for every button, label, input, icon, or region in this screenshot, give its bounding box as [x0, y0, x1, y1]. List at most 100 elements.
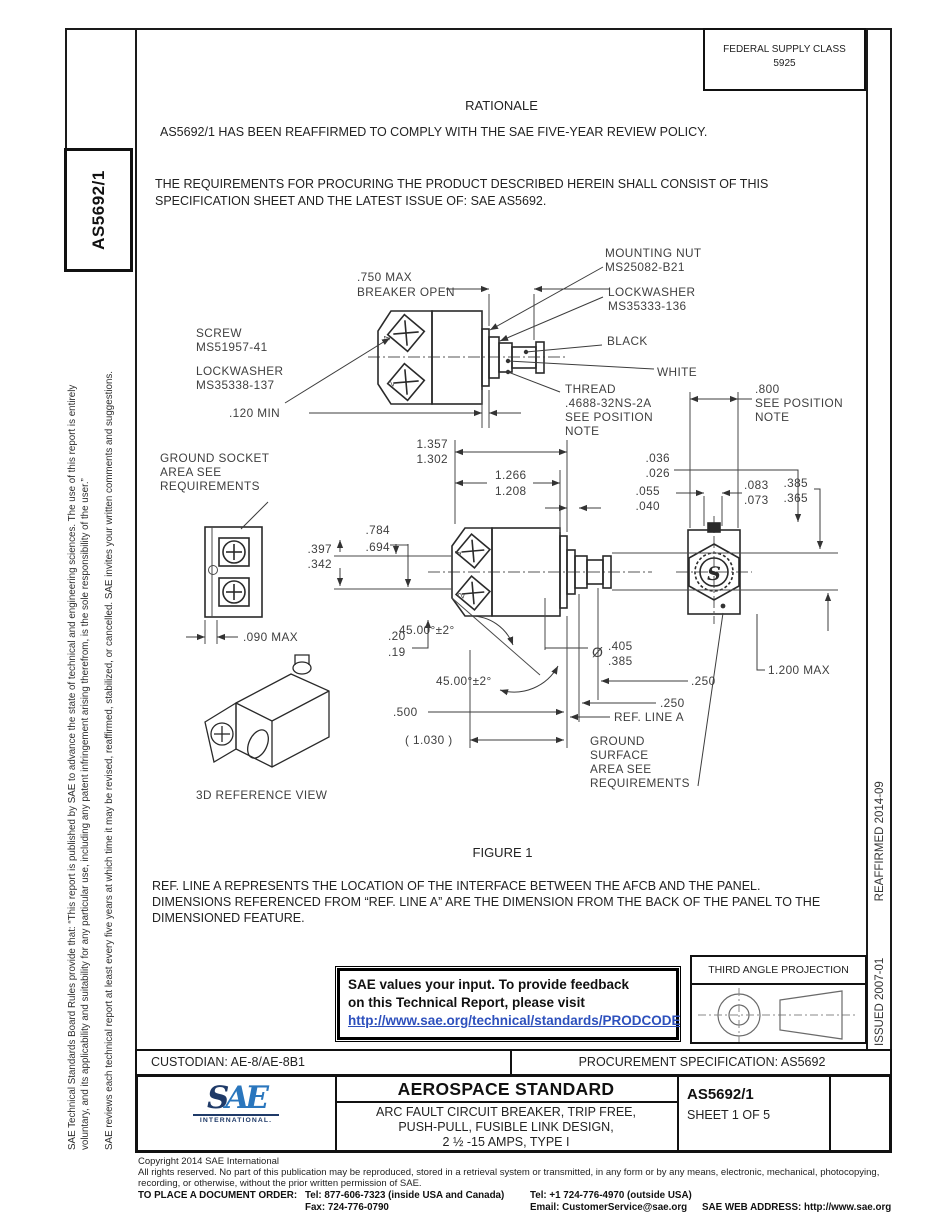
- leader-lines: [240, 266, 726, 787]
- dia-405: .405: [608, 639, 633, 653]
- dim-385: .385: [783, 476, 808, 490]
- title-block-divider-1: [335, 1077, 337, 1150]
- dim-250-lower: .250: [660, 696, 685, 710]
- label-800-see: SEE POSITION: [755, 396, 843, 410]
- figure-note-line-2: DIMENSIONS REFERENCED FROM “REF. LINE A”…: [152, 895, 821, 909]
- tel-inside: Tel: 877-606-7323 (inside USA and Canada…: [305, 1190, 505, 1201]
- third-angle-projection-title: THIRD ANGLE PROJECTION: [692, 957, 865, 985]
- dim-1208: 1.208: [495, 484, 527, 498]
- figure-1-drawing: S: [160, 246, 843, 802]
- terminal-1-mid: 1: [452, 548, 463, 557]
- doc-code-vertical-label: AS5692/1: [88, 170, 108, 250]
- title-block: [135, 1074, 892, 1153]
- dim-1200-max: 1.200 MAX: [768, 663, 830, 677]
- copyright-line-3: recording, or otherwise, without the pri…: [138, 1178, 422, 1189]
- breaker-3d-view: [204, 654, 330, 768]
- federal-supply-class-number: 5925: [773, 58, 796, 69]
- dim-1030: ( 1.030 ): [405, 733, 453, 747]
- doc-number: AS5692/1: [687, 1086, 754, 1103]
- label-screw: SCREW: [196, 326, 242, 340]
- dim-036: .036: [645, 451, 670, 465]
- dim-20: .20: [388, 629, 406, 643]
- label-ground-socket: GROUND SOCKET: [160, 451, 269, 465]
- label-lockwasher-left-pn: MS35338-137: [196, 378, 275, 392]
- frame-left-line: [135, 28, 137, 1153]
- federal-supply-class-box: FEDERAL SUPPLY CLASS 5925: [703, 28, 866, 91]
- sae-logo-international: INTERNATIONAL.: [193, 1114, 279, 1124]
- terminal-2-top: 2: [385, 379, 396, 388]
- rationale-para-2a: THE REQUIREMENTS FOR PROCURING THE PRODU…: [155, 177, 769, 191]
- label-800-note: NOTE: [755, 410, 789, 424]
- label-ground-socket-2: AREA SEE: [160, 465, 222, 479]
- third-angle-projection-box: THIRD ANGLE PROJECTION: [690, 955, 867, 1044]
- label-thread-see: SEE POSITION: [565, 410, 653, 424]
- title-block-divider-2: [677, 1077, 679, 1150]
- label-thread: THREAD: [565, 382, 616, 396]
- angle-upper: 45.00°±2°: [399, 623, 455, 637]
- doc-title: ARC FAULT CIRCUIT BREAKER, TRIP FREE, PU…: [335, 1105, 677, 1150]
- frame-right-inner-line: [866, 28, 868, 1051]
- frame-left-stub: [65, 28, 67, 150]
- copyright-line-2: All rights reserved. No part of this pub…: [138, 1167, 880, 1178]
- copyright-line-1: Copyright 2014 SAE International: [138, 1156, 280, 1167]
- legal-note-line-3: SAE reviews each technical report at lea…: [104, 370, 115, 1150]
- feedback-box: SAE values your input. To provide feedba…: [335, 966, 681, 1042]
- breaker-side-view-top: [377, 310, 545, 405]
- dim-073: .073: [744, 493, 769, 507]
- rationale-para-2b: SPECIFICATION SHEET AND THE LATEST ISSUE…: [155, 194, 547, 208]
- doc-type-rule: [335, 1101, 677, 1103]
- custodian-row: CUSTODIAN: AE-8/AE-8B1 PROCUREMENT SPECI…: [135, 1049, 892, 1076]
- label-ground-surface-4: REQUIREMENTS: [590, 776, 690, 790]
- label-lockwasher-left: LOCKWASHER: [196, 364, 283, 378]
- label-white: WHITE: [657, 365, 697, 379]
- sidebar-legal-note-1: SAE Technical Standards Board Rules prov…: [66, 270, 94, 1150]
- rationale-heading: RATIONALE: [465, 98, 538, 113]
- sidebar-legal-note-2: SAE reviews each technical report at lea…: [103, 270, 117, 1150]
- label-ref-line-a: REF. LINE A: [614, 710, 684, 724]
- label-750-max: .750 MAX: [357, 270, 412, 284]
- terminal-2-mid: 2: [455, 591, 466, 600]
- label-mounting-nut: MOUNTING NUT: [605, 246, 702, 260]
- label-lockwasher-top-pn: MS35333-136: [608, 299, 687, 313]
- dim-040: .040: [635, 499, 660, 513]
- dim-19: .19: [388, 645, 406, 659]
- label-ground-surface-2: SURFACE: [590, 748, 649, 762]
- dim-500: .500: [393, 705, 418, 719]
- rationale-para-1: AS5692/1 HAS BEEN REAFFIRMED TO COMPLY W…: [160, 125, 708, 139]
- angle-lower: 45.00°±2°: [436, 674, 492, 688]
- doc-code-box: AS5692/1: [64, 148, 133, 272]
- figure-caption: FIGURE 1: [472, 845, 533, 860]
- custodian-divider: [510, 1051, 512, 1074]
- dim-083: .083: [744, 478, 769, 492]
- figure-note-line-3: DIMENSIONED FEATURE.: [152, 911, 305, 925]
- dim-1357: 1.357: [416, 437, 448, 451]
- dim-694: .694: [365, 540, 390, 554]
- sae-logo-ae: AE: [225, 1080, 269, 1116]
- sae-logo: SAE INTERNATIONAL.: [193, 1083, 279, 1124]
- third-angle-projection-symbol: [698, 988, 858, 1042]
- legal-note-line-1: SAE Technical Standards Board Rules prov…: [67, 384, 78, 1150]
- title-block-divider-3: [829, 1077, 831, 1150]
- feedback-link[interactable]: http://www.sae.org/technical/standards/P…: [348, 1013, 681, 1028]
- sae-logo-text: SAE: [193, 1080, 279, 1116]
- doc-title-line-2: PUSH-PULL, FUSIBLE LINK DESIGN,: [398, 1120, 614, 1134]
- frame-right-outer-line: [890, 28, 892, 1153]
- frame-top-line: [65, 28, 892, 30]
- custodian-label: CUSTODIAN: AE-8/AE-8B1: [151, 1055, 305, 1069]
- feedback-line-1: SAE values your input. To provide feedba…: [348, 977, 630, 992]
- label-thread-spec: .4688-32NS-2A: [565, 396, 652, 410]
- ground-socket-view: [204, 526, 263, 618]
- label-mounting-nut-pn: MS25082-B21: [605, 260, 685, 274]
- label-screw-pn: MS51957-41: [196, 340, 268, 354]
- doc-title-line-1: ARC FAULT CIRCUIT BREAKER, TRIP FREE,: [375, 1105, 636, 1119]
- doc-title-line-3: 2 ½ -15 AMPS, TYPE I: [442, 1135, 570, 1149]
- label-ground-socket-3: REQUIREMENTS: [160, 479, 260, 493]
- terminal-1-top: 1: [381, 333, 392, 342]
- sae-logo-s: S: [206, 1080, 229, 1116]
- dim-090-max: .090 MAX: [243, 630, 298, 644]
- label-800: .800: [755, 382, 780, 396]
- label-120-min: .120 MIN: [229, 406, 280, 420]
- label-lockwasher-top: LOCKWASHER: [608, 285, 695, 299]
- legal-note-line-2: voluntary, and its applicability and sui…: [80, 478, 91, 1150]
